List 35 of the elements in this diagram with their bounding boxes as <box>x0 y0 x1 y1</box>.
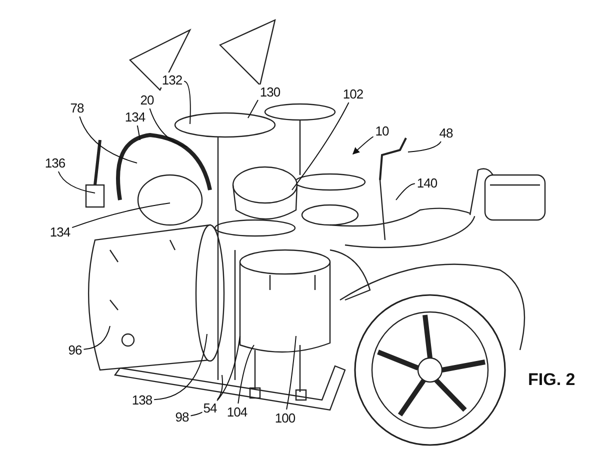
callout-number: 130 <box>258 84 282 100</box>
callout-number: 78 <box>69 100 85 116</box>
callout-number: 10 <box>374 124 390 138</box>
callout-number: 102 <box>342 86 364 102</box>
leader-line <box>248 100 258 118</box>
leader-line <box>408 141 442 152</box>
callout-number: 136 <box>44 156 66 170</box>
callout-number: 48 <box>438 126 454 140</box>
leader-line <box>286 336 296 410</box>
callout-number: 20 <box>139 92 155 108</box>
callout-number: 100 <box>274 410 296 426</box>
leader-line <box>190 336 240 416</box>
leader-line <box>396 183 416 200</box>
leader-line <box>72 202 170 228</box>
callout-number: 54 <box>202 400 218 416</box>
callout-number: 104 <box>226 404 248 420</box>
callout-number: 132 <box>160 72 184 88</box>
figure-label: FIG. 2 <box>528 370 576 390</box>
callout-number: 138 <box>130 392 154 408</box>
leader-line <box>154 334 208 400</box>
leader-line <box>216 374 223 400</box>
leader-line <box>58 171 96 194</box>
callout-number: 134 <box>48 224 72 240</box>
leader-line <box>149 108 188 148</box>
arrow <box>352 136 374 154</box>
leader-line <box>238 344 254 404</box>
callout-number: 98 <box>174 410 190 424</box>
callout-number: 134 <box>124 110 146 124</box>
leader-line <box>83 326 110 350</box>
leader-line <box>79 116 138 164</box>
leader-line <box>184 80 191 124</box>
leader-line <box>292 102 350 190</box>
leader-line <box>136 125 140 140</box>
callout-number: 96 <box>67 342 83 358</box>
callout-number: 140 <box>416 176 438 190</box>
